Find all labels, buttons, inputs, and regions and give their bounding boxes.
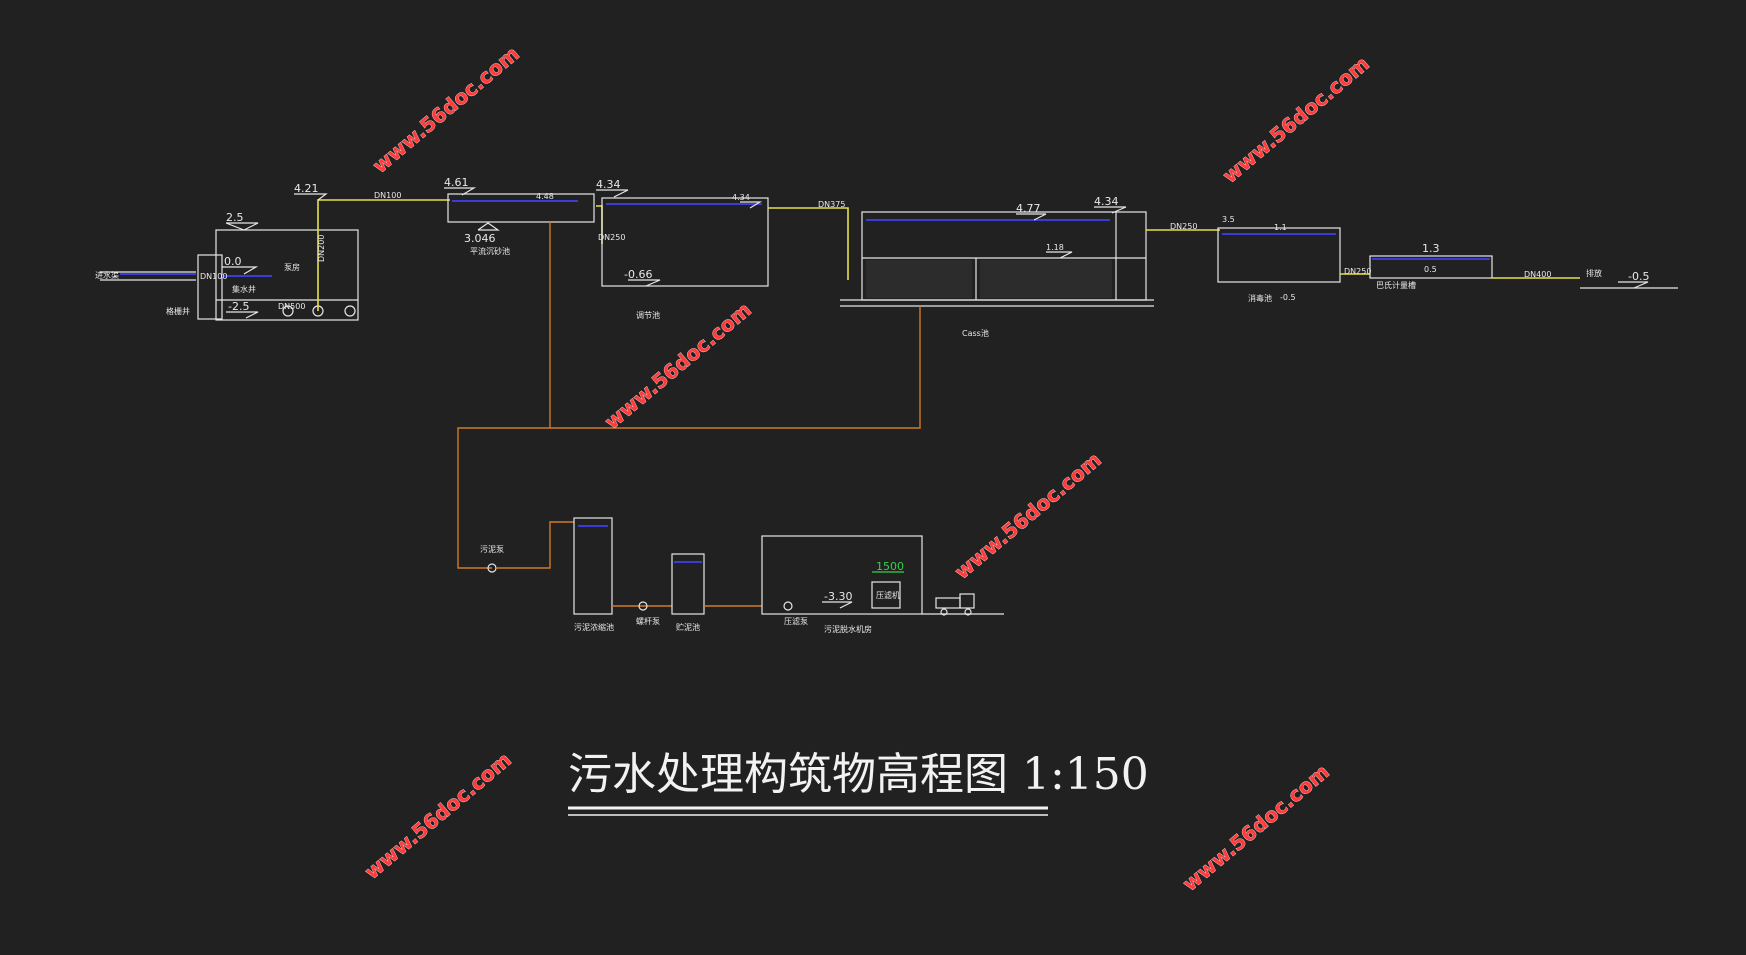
elev-4-48: 4.48 bbox=[536, 192, 554, 201]
label-equalization: 调节池 bbox=[636, 310, 660, 320]
elev-4-34a: 4.34 bbox=[596, 178, 621, 191]
label-inlet: 进水渠 bbox=[95, 270, 119, 280]
diagram-title: 污水处理构筑物高程图 1:150 bbox=[568, 749, 1149, 800]
watermark-6: www.56doc.com bbox=[1178, 759, 1334, 895]
elev-3-046: 3.046 bbox=[464, 232, 496, 245]
elev-1-3: 1.3 bbox=[1422, 242, 1440, 255]
elev-m0-66: -0.66 bbox=[624, 268, 652, 281]
label-screw-pump: 螺杆泵 bbox=[636, 616, 660, 626]
elev-m2-5: -2.5 bbox=[228, 300, 249, 313]
inlet-channel: 进水渠 bbox=[95, 270, 196, 281]
elev-0-5: 0.5 bbox=[1424, 265, 1437, 274]
watermark-5: www.56doc.com bbox=[360, 747, 516, 883]
pipe-dn250-a: DN250 bbox=[598, 233, 625, 242]
elev-4-77: 4.77 bbox=[1016, 202, 1041, 215]
label-grit-well: 格栅井 bbox=[166, 306, 190, 316]
watermark-2: www.56doc.com bbox=[1218, 51, 1374, 187]
elev-m0-5: -0.5 bbox=[1628, 270, 1649, 283]
pipe-dn250-b: DN250 bbox=[1170, 222, 1197, 231]
label-filter-press: 压滤机 bbox=[876, 590, 900, 600]
label-outfall: 排放 bbox=[1586, 268, 1602, 278]
cass-reactor: Cass池 bbox=[840, 211, 1154, 338]
sludge-thickener: 污泥浓缩池 bbox=[573, 517, 614, 632]
pipe-dn100-inlet: DN100 bbox=[200, 272, 227, 281]
watermark-1: www.56doc.com bbox=[368, 41, 524, 177]
elev-4-34c: 4.34 bbox=[1094, 195, 1119, 208]
grit-well: 格栅井 bbox=[166, 254, 223, 320]
watermark-3: www.56doc.com bbox=[600, 297, 756, 433]
pump-room: 集水井 泵房 bbox=[215, 229, 359, 321]
label-disinfection: 消毒池 bbox=[1248, 293, 1272, 303]
sedimentation-tank: 平流沉砂池 bbox=[447, 193, 595, 256]
truck-icon bbox=[935, 593, 975, 616]
elev-0-0: 0.0 bbox=[224, 255, 242, 268]
label-storage: 贮泥池 bbox=[676, 622, 700, 632]
sludge-storage: 贮泥池 bbox=[671, 553, 705, 632]
elev-m0-5b: -0.5 bbox=[1280, 293, 1296, 302]
parshall-flume: 巴氏计量槽 bbox=[1369, 255, 1493, 290]
disinfection-tank: 消毒池 bbox=[1217, 227, 1341, 303]
label-collect-well: 集水井 bbox=[232, 284, 256, 294]
dewater-room: 压滤机 污泥脱水机房 bbox=[761, 535, 923, 634]
watermark-4: www.56doc.com bbox=[950, 447, 1106, 583]
pipe-dn400: DN400 bbox=[1524, 270, 1551, 279]
label-dewater-room: 污泥脱水机房 bbox=[824, 624, 872, 634]
pipe-dn250-c: DN250 bbox=[1344, 267, 1371, 276]
label-pump-room: 泵房 bbox=[284, 262, 300, 272]
pipe-dn375: DN375 bbox=[818, 200, 845, 209]
label-sludge-pump: 污泥泵 bbox=[480, 544, 504, 554]
label-reactor: Cass池 bbox=[962, 328, 989, 338]
elev-1-1: 1.1 bbox=[1274, 223, 1287, 232]
elev-4-61: 4.61 bbox=[444, 176, 469, 189]
elev-3-5: 3.5 bbox=[1222, 215, 1235, 224]
elev-2-5: 2.5 bbox=[226, 211, 244, 224]
equalization-tank: 调节池 bbox=[601, 197, 769, 320]
elev-4-34b: 4.34 bbox=[732, 193, 750, 202]
elev-4-21: 4.21 bbox=[294, 182, 319, 195]
elev-1500: 1500 bbox=[876, 560, 904, 573]
label-sedimentation: 平流沉砂池 bbox=[470, 246, 510, 256]
pipe-dn500: DN500 bbox=[278, 302, 305, 311]
elev-1-18: 1.18 bbox=[1046, 243, 1064, 252]
elev-m3-30: -3.30 bbox=[824, 590, 852, 603]
label-thickener: 污泥浓缩池 bbox=[574, 622, 614, 632]
label-discharge: 巴氏计量槽 bbox=[1376, 280, 1416, 290]
pipe-dn200: DN200 bbox=[317, 235, 326, 262]
pipe-dn100-lift: DN100 bbox=[374, 191, 401, 200]
label-press-pump: 压滤泵 bbox=[784, 616, 808, 626]
